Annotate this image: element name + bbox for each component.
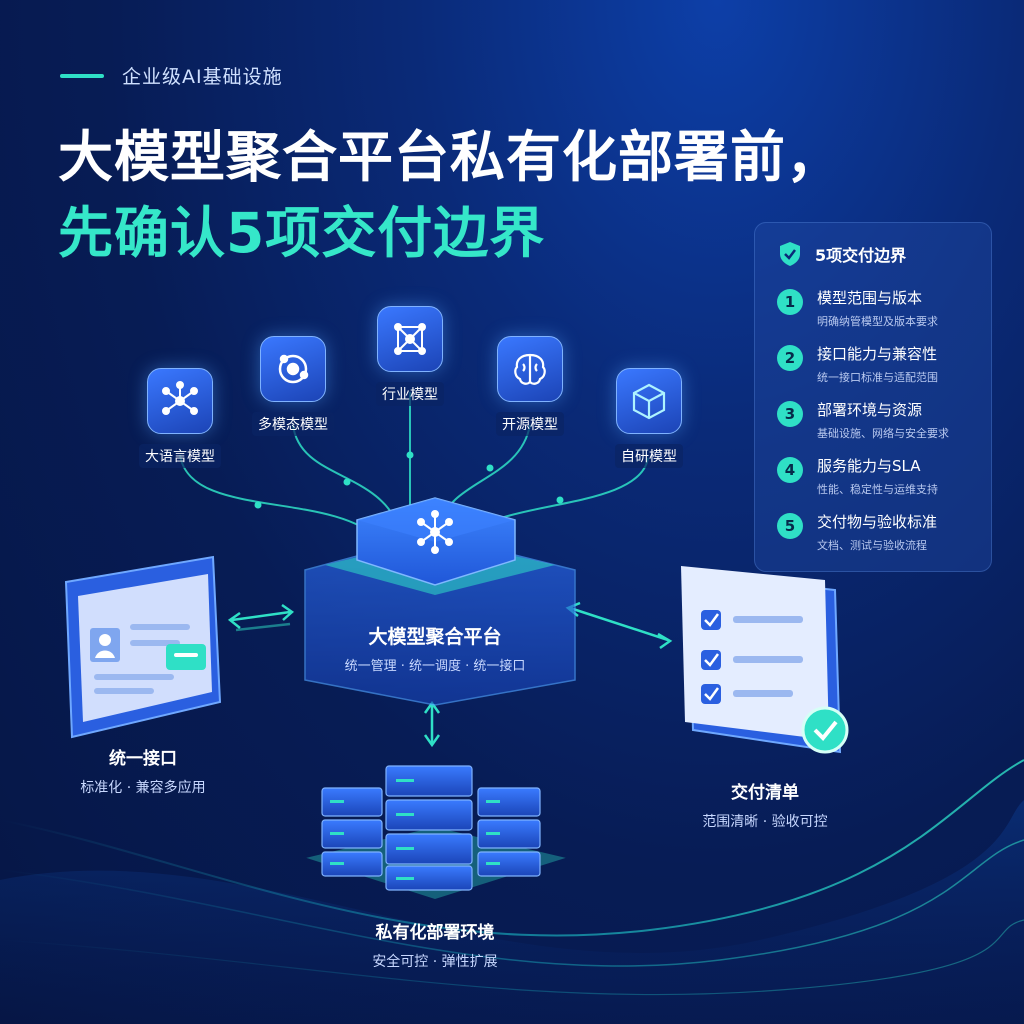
item-number: 4 — [777, 457, 803, 483]
interface-window-illustration — [64, 555, 222, 739]
item-title: 服务能力与SLA — [817, 457, 921, 475]
network-icon — [417, 510, 453, 554]
item-title: 交付物与验收标准 — [817, 513, 938, 531]
interface-caption: 统一接口 标准化 · 兼容多应用 — [58, 744, 228, 797]
network-icon — [147, 368, 213, 434]
item-number: 3 — [777, 401, 803, 427]
panel-header: 5项交付边界 — [779, 241, 906, 267]
shield-check-icon — [780, 242, 800, 266]
panel-item-3: 3 部署环境与资源基础设施、网络与安全要求 — [777, 401, 949, 441]
item-subtitle: 文档、测试与验收流程 — [817, 539, 927, 552]
accent-line — [60, 73, 104, 78]
platform-title: 大模型聚合平台 — [368, 626, 502, 648]
cube-icon — [616, 368, 682, 434]
interface-title: 统一接口 — [109, 749, 177, 769]
model-label: 自研模型 — [615, 444, 683, 468]
deploy-subtitle: 安全可控 · 弹性扩展 — [372, 954, 498, 970]
delivery-doc-illustration — [681, 566, 849, 754]
page-title-line2: 先确认5项交付边界 — [58, 201, 546, 265]
deploy-title: 私有化部署环境 — [375, 923, 495, 943]
panel-title: 5项交付边界 — [815, 246, 907, 265]
brain-icon — [497, 336, 563, 402]
item-number: 5 — [777, 513, 803, 539]
item-subtitle: 明确纳管模型及版本要求 — [817, 315, 938, 328]
interface-subtitle: 标准化 · 兼容多应用 — [80, 780, 206, 796]
item-title: 接口能力与兼容性 — [817, 345, 938, 363]
panel-item-1: 1 模型范围与版本明确纳管模型及版本要求 — [777, 289, 938, 329]
model-label: 多模态模型 — [252, 412, 334, 436]
network-icon — [377, 306, 443, 372]
model-label: 行业模型 — [376, 382, 444, 406]
model-node-multimodal[interactable]: 多模态模型 — [228, 336, 358, 436]
platform-block — [304, 497, 576, 706]
panel-item-4: 4 服务能力与SLA 性能、稳定性与运维支持 — [777, 457, 938, 497]
item-title: 模型范围与版本 — [817, 289, 923, 307]
item-number: 2 — [777, 345, 803, 371]
panel-item-5: 5 交付物与验收标准文档、测试与验收流程 — [777, 513, 937, 553]
item-subtitle: 性能、稳定性与运维支持 — [817, 483, 938, 496]
delivery-subtitle: 范围清晰 · 验收可控 — [702, 814, 828, 830]
model-label: 开源模型 — [496, 412, 564, 436]
orbit-icon — [260, 336, 326, 402]
item-subtitle: 统一接口标准与适配范围 — [817, 371, 938, 384]
boundary-panel: 5项交付边界 1 模型范围与版本明确纳管模型及版本要求 2 接口能力与兼容性统一… — [754, 222, 992, 572]
page-title-line1: 大模型聚合平台私有化部署前， — [58, 125, 843, 189]
eyebrow: 企业级AI基础设施 — [60, 62, 283, 89]
model-node-opensource[interactable]: 开源模型 — [465, 336, 595, 436]
item-title: 部署环境与资源 — [817, 401, 923, 419]
eyebrow-text: 企业级AI基础设施 — [122, 66, 283, 88]
server-stack-illustration — [306, 765, 566, 900]
platform-label: 大模型聚合平台 统一管理 · 统一调度 · 统一接口 — [300, 622, 570, 674]
model-node-inhouse[interactable]: 自研模型 — [584, 368, 714, 468]
approved-check-icon — [801, 706, 849, 754]
model-node-llm[interactable]: 大语言模型 — [115, 368, 245, 468]
platform-subtitle: 统一管理 · 统一调度 · 统一接口 — [344, 659, 526, 674]
model-node-industry[interactable]: 行业模型 — [345, 306, 475, 406]
checkbox-icon — [701, 610, 721, 704]
delivery-caption: 交付清单 范围清晰 · 验收可控 — [680, 778, 850, 831]
delivery-title: 交付清单 — [731, 783, 799, 803]
item-number: 1 — [777, 289, 803, 315]
model-label: 大语言模型 — [139, 444, 221, 468]
item-subtitle: 基础设施、网络与安全要求 — [817, 427, 949, 440]
deploy-caption: 私有化部署环境 安全可控 · 弹性扩展 — [330, 918, 540, 971]
panel-item-2: 2 接口能力与兼容性统一接口标准与适配范围 — [777, 345, 938, 385]
